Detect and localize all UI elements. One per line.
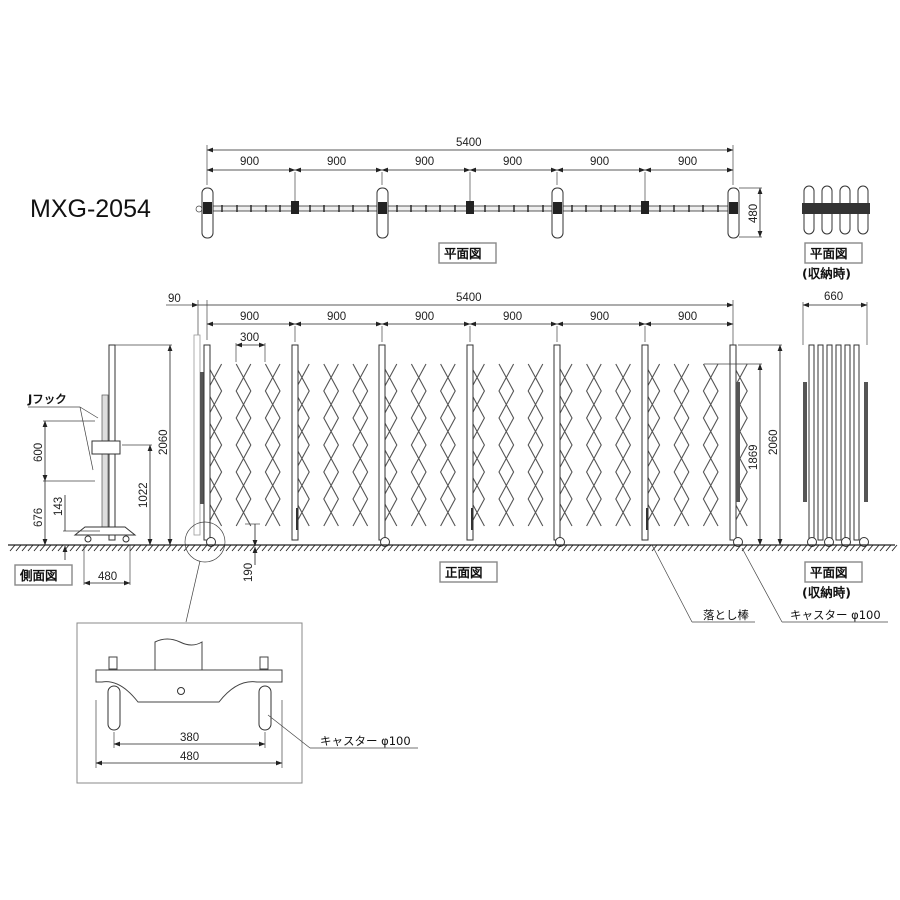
front-stored-view: 660 平面図 (収納時) — [802, 291, 869, 600]
side-hook-spacing-dim: 600 — [33, 443, 45, 462]
plan-seg-1: 900 — [240, 156, 259, 168]
front-seg-1: 900 — [240, 311, 259, 323]
front-view-label: 正面図 — [445, 565, 483, 580]
front-offset-dim: 90 — [168, 293, 181, 305]
plan-total-dim: 5400 — [456, 137, 482, 149]
drop-rod-callout: 落とし棒 — [703, 608, 749, 622]
plan-view-label: 平面図 — [444, 246, 482, 261]
side-view: 2060 1022 600 676 143 480 Jフック 側面図 — [14, 344, 173, 586]
detail-outer-dim: 480 — [180, 751, 199, 763]
lattice-height-dim: 1869 — [748, 444, 760, 470]
side-143-dim: 143 — [53, 497, 65, 516]
plan-stored-sublabel: (収納時) — [802, 266, 851, 281]
front-seg-6: 900 — [678, 311, 697, 323]
plan-seg-2: 900 — [327, 156, 346, 168]
plan-seg-3: 900 — [415, 156, 434, 168]
caster-clearance-dim: 190 — [243, 563, 255, 582]
side-hook-low-dim: 676 — [33, 508, 45, 527]
plan-stored-view: 平面図 (収納時) — [802, 185, 870, 281]
side-view-label: 側面図 — [19, 568, 58, 583]
model-title: MXG-2054 — [30, 195, 151, 223]
front-view: 90 5400 900 900 900 900 900 900 300 — [166, 292, 888, 623]
front-total-dim: 5400 — [456, 292, 482, 304]
front-seg-3: 900 — [415, 311, 434, 323]
front-stored-sublabel: (収納時) — [802, 585, 851, 600]
side-height-dim: 2060 — [158, 429, 170, 455]
detail-inner-dim: 380 — [180, 732, 199, 744]
caster-detail: 380 480 キャスター φ100 — [76, 622, 418, 784]
plan-seg-4: 900 — [503, 156, 522, 168]
caster-callout: キャスター φ100 — [790, 608, 881, 622]
front-seg-5: 900 — [590, 311, 609, 323]
front-stored-label: 平面図 — [810, 565, 848, 580]
front-height-dim: 2060 — [768, 429, 780, 455]
side-handle-dim: 1022 — [138, 482, 150, 508]
stored-width-dim: 660 — [824, 291, 843, 303]
j-hook-callout: Jフック — [27, 392, 67, 406]
side-base-dim: 480 — [98, 571, 117, 583]
plan-view: 5400 900 900 900 900 900 900 — [195, 137, 763, 264]
plan-depth-dim: 480 — [748, 204, 760, 223]
plan-seg-6: 900 — [678, 156, 697, 168]
lattice-pitch-dim: 300 — [240, 332, 259, 344]
plan-seg-5: 900 — [590, 156, 609, 168]
detail-caster-callout: キャスター φ100 — [320, 734, 411, 748]
ground-line — [8, 544, 898, 552]
front-seg-4: 900 — [503, 311, 522, 323]
plan-stored-label: 平面図 — [810, 246, 848, 261]
front-seg-2: 900 — [327, 311, 346, 323]
